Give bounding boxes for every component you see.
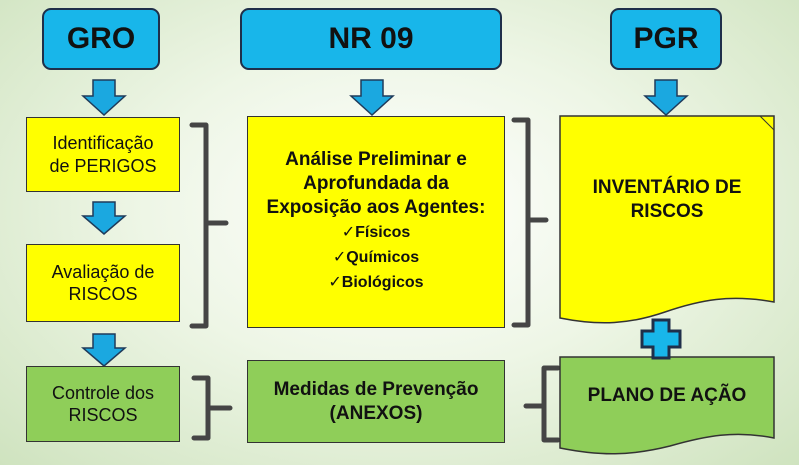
ctrl-line2: RISCOS [68,405,138,425]
inventario-riscos-label: INVENTÁRIO DE RISCOS [560,160,774,240]
inventario-document-shape [559,115,775,324]
plano-acao-label: PLANO DE AÇÃO [560,372,774,420]
analise-line3: Exposição aos Agentes: [266,196,486,218]
analise-exposicao-box: Análise Preliminar e Aprofundada da Expo… [247,116,505,328]
bracket-gro-nr09 [189,122,229,329]
down-arrow-icon [349,79,395,117]
down-arrow-icon [80,333,128,367]
agent-item: ✓Biológicos [328,274,424,292]
ctrl-line1: Controle dos [51,382,155,403]
avaliacao-riscos-box: Avaliação de RISCOS [26,244,180,322]
plus-icon [640,318,682,360]
analise-line1: Análise Preliminar e [285,149,467,171]
header-gro: GRO [42,8,160,70]
analise-line2: Aprofundada da [303,172,449,194]
medidas-line1: Medidas de Prevenção [273,378,479,400]
identificacao-perigos-box: Identificação de PERIGOS [26,117,180,192]
header-pgr-label: PGR [633,22,699,55]
bracket-ctrl-medidas [191,375,233,441]
agent-item: ✓Químicos [332,249,420,267]
inventario-line1: INVENTÁRIO DE [592,177,742,199]
agents-list: ✓Físicos ✓Químicos ✓Biológicos [267,221,486,295]
plano-document-shape [559,356,775,455]
check-icon: ✓ [332,249,347,267]
controle-riscos-box: Controle dos RISCOS [26,366,180,442]
bracket-medidas-plano [523,365,561,443]
aval-line1: Avaliação de [51,261,155,282]
down-arrow-icon [81,79,127,117]
aval-line2: RISCOS [68,284,138,304]
ident-line1: Identificação [52,133,154,153]
header-gro-label: GRO [66,22,136,55]
check-icon: ✓ [341,224,356,242]
header-pgr: PGR [610,8,722,70]
ident-line2: de PERIGOS [49,155,157,176]
header-nr09-label: NR 09 [328,22,414,55]
down-arrow-icon [643,79,689,117]
plano-text: PLANO DE AÇÃO [587,385,747,407]
check-icon: ✓ [328,274,342,292]
agent-item: ✓Físicos [341,224,411,242]
inventario-line2: RISCOS [630,201,704,222]
medidas-line2: (ANEXOS) [329,402,423,424]
bracket-nr09-pgr [511,117,549,328]
header-nr09: NR 09 [240,8,502,70]
medidas-prevencao-box: Medidas de Prevenção (ANEXOS) [247,360,505,443]
down-arrow-icon [80,201,128,235]
